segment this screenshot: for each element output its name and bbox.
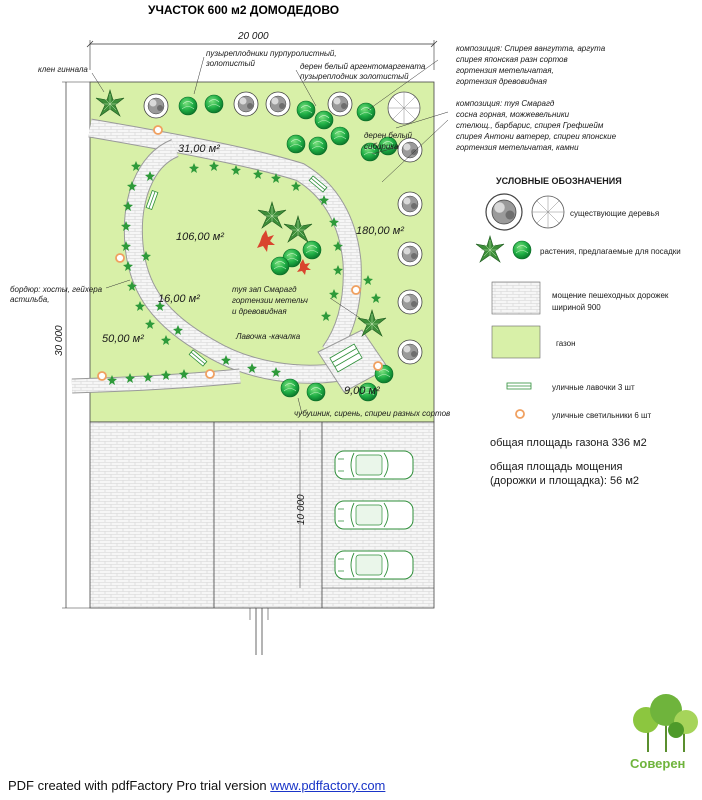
summary-lawn: общая площадь газона 336 м2	[490, 437, 647, 449]
top-dimension	[86, 40, 438, 70]
label-comp1-3: гортензия метельчатая,	[456, 66, 554, 75]
accent-shrubs	[257, 230, 311, 275]
footer: PDF created with pdfFactory Pro trial ve…	[8, 778, 385, 793]
area-9: 9,00 м²	[344, 385, 380, 397]
legend: УСЛОВНЫЕ ОБОЗНАЧЕНИЯ существующие деревь…	[475, 176, 681, 420]
label-deren2-2: сибирика	[364, 142, 399, 151]
car-2	[334, 500, 414, 530]
label-klen: клен гиннала	[38, 65, 88, 74]
label-comp2-3: стелющ., барбарис, спирея Грефшейм	[456, 121, 604, 130]
area-16: 16,00 м²	[158, 293, 200, 305]
logo-text: Соверен	[630, 756, 685, 771]
legend-lawn: газон	[556, 339, 576, 348]
label-comp2-1: композиция: туя Смарагд	[456, 99, 555, 108]
legend-new-plants: растения, предлагаемые для посадки	[540, 247, 681, 256]
area-50: 50,00 м²	[102, 333, 144, 345]
car-3	[334, 550, 414, 580]
label-comp1-1: композиция: Спирея вангутта, аргута	[456, 44, 606, 53]
label-comp2-5: гортензия метельчатая, камни	[456, 143, 579, 152]
label-bordur-1: бордюр: хосты, гейхера	[10, 285, 103, 294]
legend-paving-swatch	[491, 281, 541, 315]
legend-existing-trees: существующие деревья	[570, 209, 659, 218]
label-deren-2: пузыреплодник золотистый	[300, 72, 409, 81]
label-comp2-2: сосна горная, можжевельники	[456, 110, 570, 119]
area-180: 180,00 м²	[356, 225, 404, 237]
label-tuya-3: и древовидная	[232, 307, 287, 316]
label-tuya-2: гортензии метельч	[232, 296, 308, 305]
label-comp1-4: гортензия древовидная	[456, 77, 548, 86]
parking-dimension: 10 000	[296, 494, 307, 525]
label-bordur-2: астильба,	[10, 295, 49, 304]
legend-lights: уличные светильники 6 шт	[552, 411, 651, 420]
gate	[249, 608, 269, 655]
label-puzyr-1: пузыреплодники пурпуролистный,	[206, 49, 337, 58]
label-comp2-4: спирея Антони ватерер, спиреи японские	[456, 132, 617, 141]
footer-link[interactable]: www.pdffactory.com	[270, 778, 386, 793]
leader-lines	[91, 56, 449, 415]
label-comp1-2: спирея японская разн сортов	[456, 55, 568, 64]
legend-benches: уличные лавочки 3 шт	[552, 383, 635, 392]
legend-lawn-swatch	[491, 325, 541, 359]
legend-paving-1: мощение пешеходных дорожек	[552, 291, 669, 300]
label-bench: Лавочка -качалка	[235, 332, 301, 341]
company-logo: Соверен	[630, 694, 698, 771]
legend-paving-2: шириной 900	[552, 303, 601, 312]
bench-symbols	[145, 175, 363, 373]
label-puzyr-2: золотистый	[205, 59, 256, 68]
plan-title: УЧАСТОК 600 м2 ДОМОДЕДОВО	[148, 3, 339, 17]
legend-heading: УСЛОВНЫЕ ОБОЗНАЧЕНИЯ	[496, 176, 622, 186]
summary-paving-1: общая площадь мощения	[490, 461, 623, 473]
label-tuya-1: туя зап Смарагд	[232, 285, 297, 294]
area-106: 106,00 м²	[176, 231, 224, 243]
height-dimension: 30 000	[54, 325, 65, 356]
label-chubushnik: чубушник, сирень, спиреи разных сортов	[294, 409, 450, 418]
car-1	[334, 450, 414, 480]
label-deren-1: дерен белый аргентомаргената	[300, 62, 426, 71]
summary-paving-2: (дорожки и площадка): 56 м2	[490, 475, 639, 487]
area-31: 31,00 м²	[178, 143, 220, 155]
label-deren2-1: дерен белый	[364, 131, 412, 140]
footer-text: PDF created with pdfFactory Pro trial ve…	[8, 778, 271, 793]
width-dimension: 20 000	[237, 31, 269, 42]
left-dimension	[62, 81, 90, 609]
